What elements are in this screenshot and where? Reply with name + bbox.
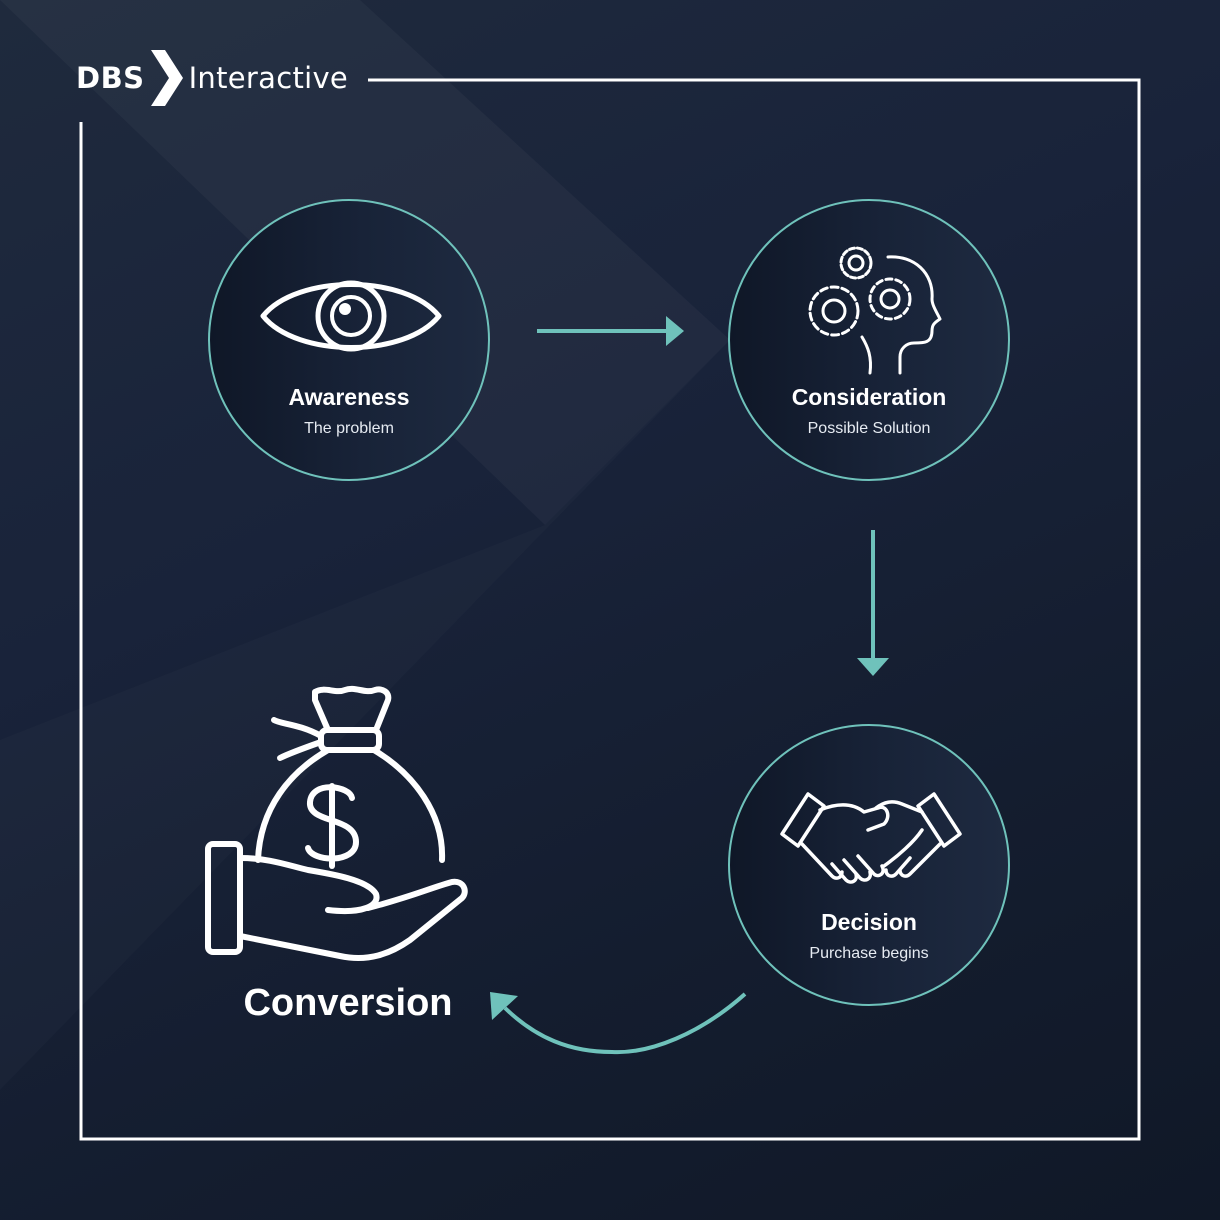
money-bag-hand-icon [205,685,468,962]
logo-wordmark: DBS [76,61,145,95]
eye-icon [260,280,442,352]
stage-title: Awareness [288,384,410,410]
stage-consideration: Consideration Possible Solution [728,199,1010,481]
stage-title: Decision [821,909,917,935]
stage-subtitle: Purchase begins [809,945,929,962]
handshake-icon [780,792,962,884]
logo-product-name: Interactive [188,61,349,95]
head-gears-icon [808,246,942,375]
chevron-right-icon [150,50,183,106]
stage-decision: Decision Purchase begins [728,724,1010,1006]
stage-subtitle: Possible Solution [807,420,931,437]
stage-title: Consideration [791,384,947,410]
stage-awareness: Awareness The problem [208,199,490,481]
brand-logo: DBS Interactive [76,46,348,110]
stage-subtitle: The problem [304,420,394,437]
conversion-label: Conversion [243,982,453,1024]
